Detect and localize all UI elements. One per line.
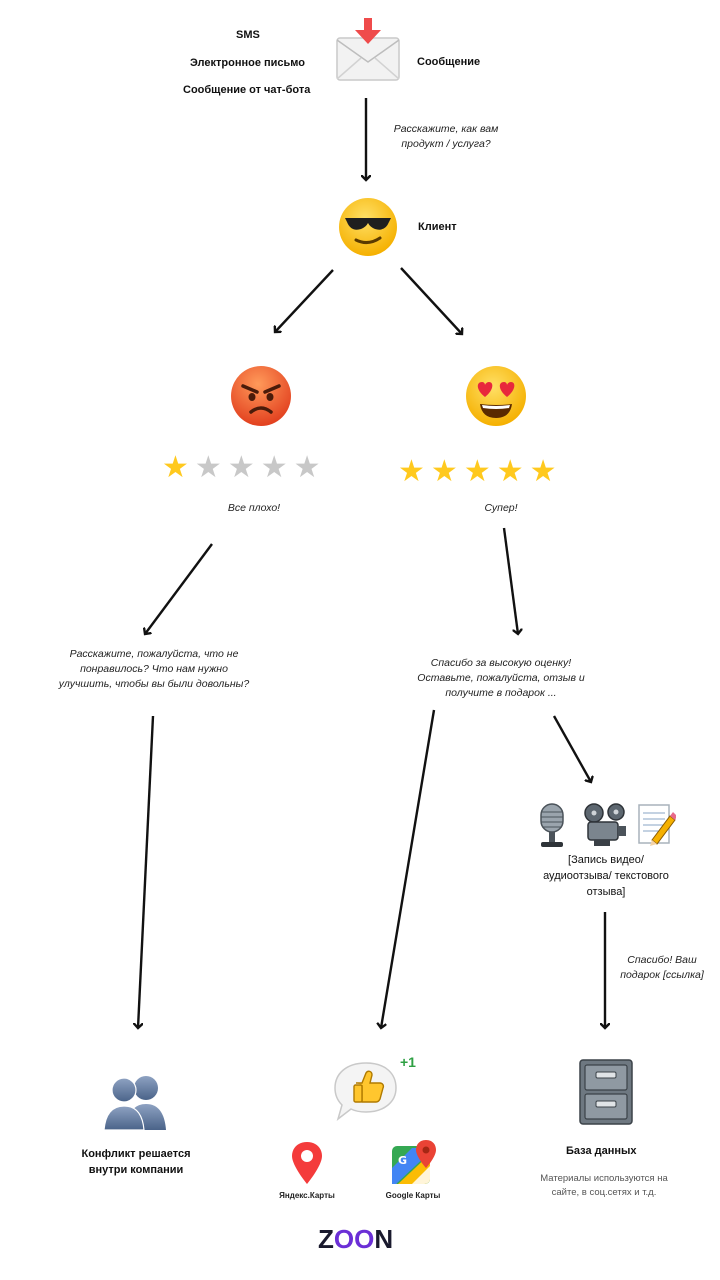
rating-stars-good: ★★★★★ — [398, 457, 557, 487]
arrow-bad-prompt-to-result — [138, 715, 155, 1028]
rating-stars-bad: ★★★★★ — [162, 453, 321, 483]
heart-eyes-face-icon — [466, 366, 526, 426]
yandex-maps-label: Яндекс.Карты — [279, 1191, 335, 1200]
star-filled-icon: ★ — [529, 454, 557, 489]
arrow-client-to-good — [400, 267, 462, 334]
memo-icon — [638, 804, 676, 846]
google-maps-label: Google Карты — [385, 1191, 441, 1200]
arrow-bad-to-prompt — [145, 543, 213, 634]
star-empty-icon: ★ — [260, 450, 288, 485]
arrow-good-to-prompt — [502, 527, 518, 634]
channel-sms: SMS — [236, 29, 260, 41]
question-text: Расскажите, как вам продукт / услуга? — [393, 123, 499, 150]
star-empty-icon: ★ — [194, 450, 222, 485]
star-filled-icon: ★ — [430, 454, 458, 489]
people-silhouette-icon — [103, 1076, 166, 1131]
star-filled-icon: ★ — [162, 450, 189, 485]
star-empty-icon: ★ — [227, 450, 255, 485]
star-empty-icon: ★ — [293, 450, 321, 485]
arrow-client-to-bad — [275, 269, 334, 332]
gift-text: Спасибо! Ваш подарок [ссылка] — [620, 954, 704, 981]
database-note: Материалы используются на сайте, в соц.с… — [540, 1173, 668, 1198]
good-caption: Супер! — [484, 502, 518, 514]
channel-chatbot: Сообщение от чат-бота — [183, 84, 311, 96]
star-filled-icon: ★ — [398, 454, 425, 489]
arrow-good-prompt-to-record — [552, 715, 591, 782]
star-filled-icon: ★ — [463, 454, 491, 489]
bad-result-text: Конфликт решается внутри компании — [81, 1148, 191, 1176]
channel-email: Электронное письмо — [190, 57, 306, 69]
bad-caption: Все плохо! — [227, 502, 281, 514]
thumbs-up-bubble-icon — [334, 1062, 397, 1121]
client-label: Клиент — [418, 221, 457, 233]
sunglasses-face-icon — [339, 198, 397, 256]
star-filled-icon: ★ — [496, 454, 524, 489]
plus-one-badge: +1 — [400, 1054, 416, 1070]
good-prompt: Спасибо за высокую оценку! Оставьте, пож… — [417, 657, 585, 699]
svg-text:G: G — [398, 1154, 407, 1167]
google-maps-icon: G — [392, 1140, 436, 1184]
database-title: База данных — [566, 1145, 637, 1157]
channel-message: Сообщение — [417, 56, 481, 68]
file-cabinet-icon — [579, 1059, 633, 1125]
arrow-good-prompt-to-maps — [381, 709, 436, 1028]
envelope-icon — [336, 18, 400, 81]
zoon-logo: ZOON — [318, 1224, 394, 1254]
film-projector-icon — [584, 803, 626, 846]
angry-face-icon — [231, 366, 291, 426]
record-text: [Запись видео/аудиоотзыва/ текстового от… — [543, 854, 669, 898]
microphone-icon — [540, 803, 564, 847]
yandex-maps-pin-icon — [292, 1142, 322, 1184]
bad-prompt: Расскажите, пожалуйста, что не понравило… — [58, 648, 250, 690]
